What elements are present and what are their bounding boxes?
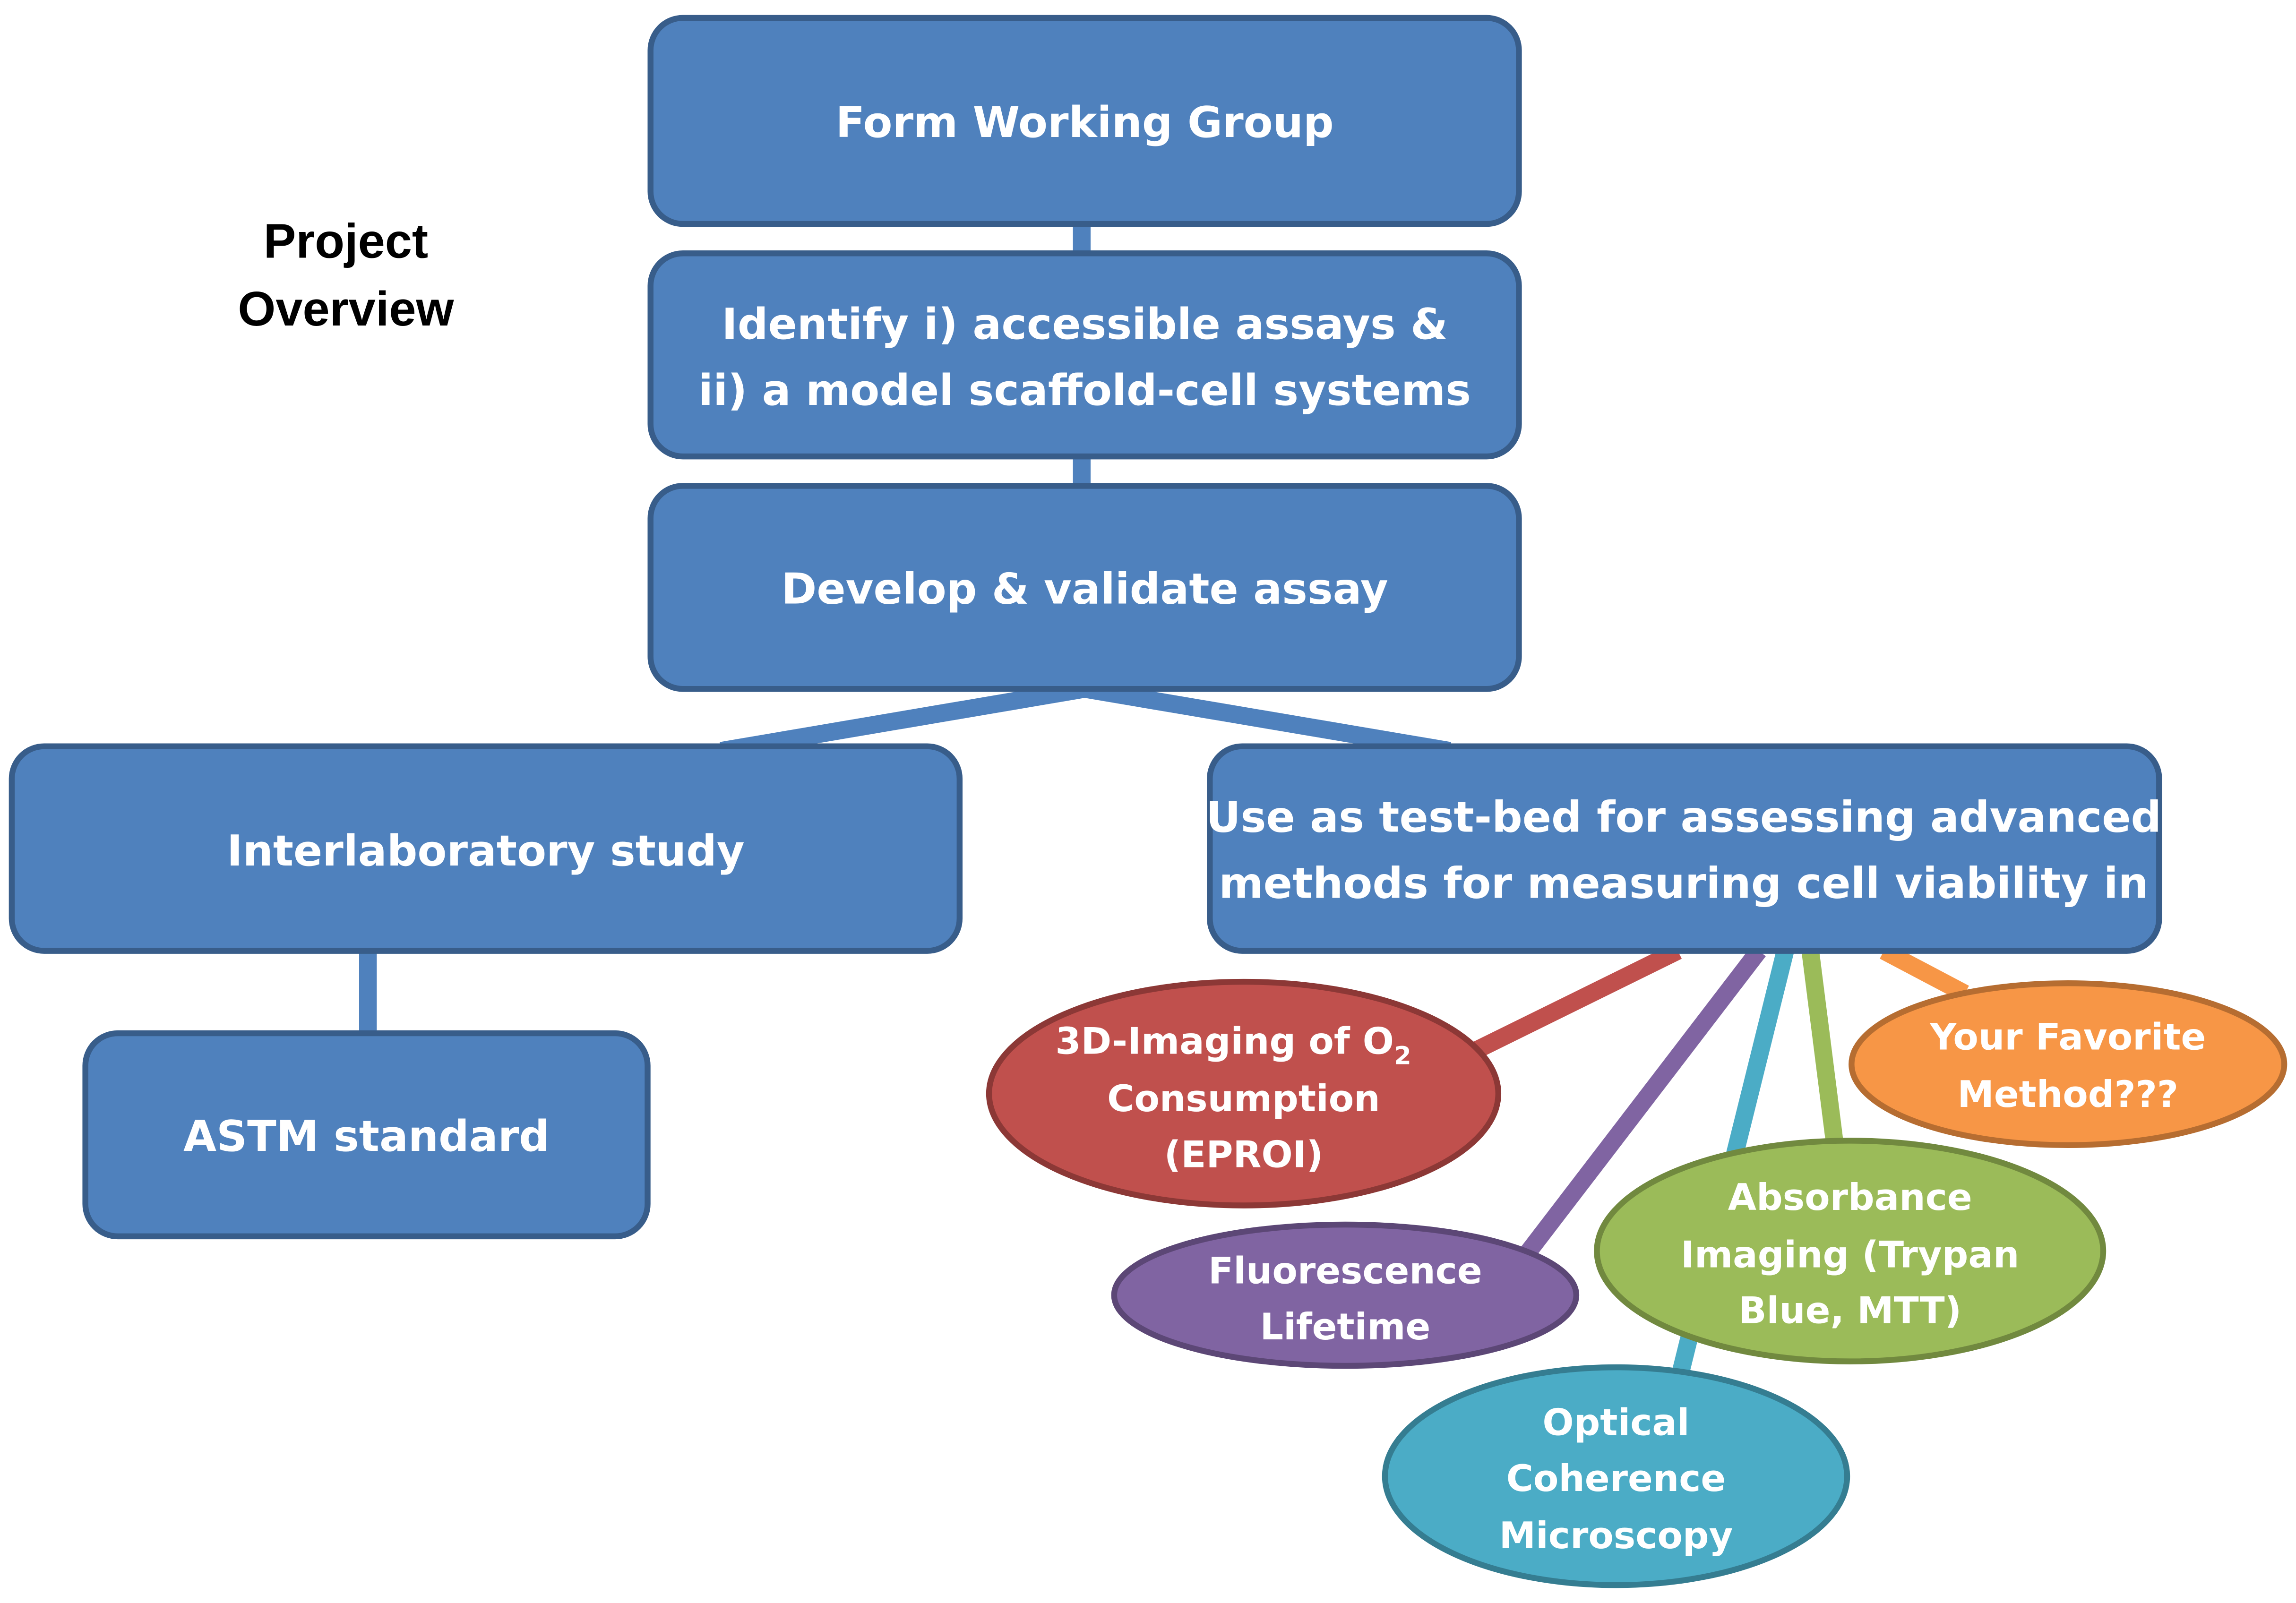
- method-label-line2: Coherence: [1506, 1457, 1726, 1500]
- method-favorite: Your Favorite Method???: [1849, 980, 2287, 1149]
- page-title-line1: Project: [264, 214, 428, 268]
- box-label-line2: ii) a model scaffold-cell systems: [698, 366, 1471, 415]
- method-label-line2: Consumption: [1107, 1078, 1380, 1120]
- method-label-line1: 3D-Imaging of O2: [1055, 1020, 1411, 1071]
- method-eproi: 3D-Imaging of O2 Consumption (EPROI): [986, 978, 1502, 1209]
- method-label-line2: Imaging (Trypan: [1681, 1234, 2019, 1276]
- box-label: Form Working Group: [835, 98, 1333, 147]
- connector-eproi: [1468, 943, 1682, 1061]
- box-testbed: Use as test-bed for assessing advanced m…: [1206, 743, 2162, 954]
- method-label-line2: Lifetime: [1260, 1306, 1430, 1348]
- box-label-line1: Identify i) accessible assays &: [722, 300, 1448, 349]
- method-fluorescence: Fluorescence Lifetime: [1111, 1221, 1580, 1369]
- method-label-line1: Fluorescence: [1208, 1250, 1482, 1293]
- box-astm: ASTM standard: [82, 1030, 651, 1240]
- box-label: Interlaboratory study: [227, 826, 745, 876]
- connector-develop-testbed: [1083, 680, 1452, 760]
- connector-develop-interlab: [720, 680, 1086, 760]
- box-label-line1: Use as test-bed for assessing advanced: [1206, 792, 2161, 842]
- method-absorbance: Absorbance Imaging (Trypan Blue, MTT): [1594, 1138, 2107, 1364]
- connectors: [359, 221, 1969, 1386]
- method-label-line3: Blue, MTT): [1738, 1290, 1961, 1332]
- box-interlab: Interlaboratory study: [9, 743, 963, 954]
- box-label: Develop & validate assay: [781, 565, 1388, 614]
- box-label-line2: methods for measuring cell viability in: [1219, 859, 2149, 909]
- method-oct: Optical Coherence Microscopy: [1382, 1364, 1850, 1588]
- box-form-working-group: Form Working Group: [647, 15, 1522, 227]
- connector-absorbance: [1801, 950, 1844, 1149]
- method-label-line3: (EPROI): [1164, 1134, 1324, 1176]
- method-label-line1: Optical: [1542, 1401, 1689, 1444]
- page-title-line2: Overview: [238, 282, 454, 336]
- box-identify: Identify i) accessible assays & ii) a mo…: [647, 250, 1522, 460]
- method-label-line1: Your Favorite: [1929, 1016, 2206, 1058]
- box-develop: Develop & validate assay: [647, 483, 1522, 692]
- box-label: ASTM standard: [183, 1112, 550, 1161]
- method-label-line1: Absorbance: [1728, 1176, 1972, 1219]
- connector-favorite: [1880, 943, 1969, 1002]
- method-label-line3: Microscopy: [1499, 1515, 1733, 1557]
- method-label-line2: Method???: [1957, 1073, 2178, 1116]
- connector-fluorescence: [1516, 945, 1766, 1264]
